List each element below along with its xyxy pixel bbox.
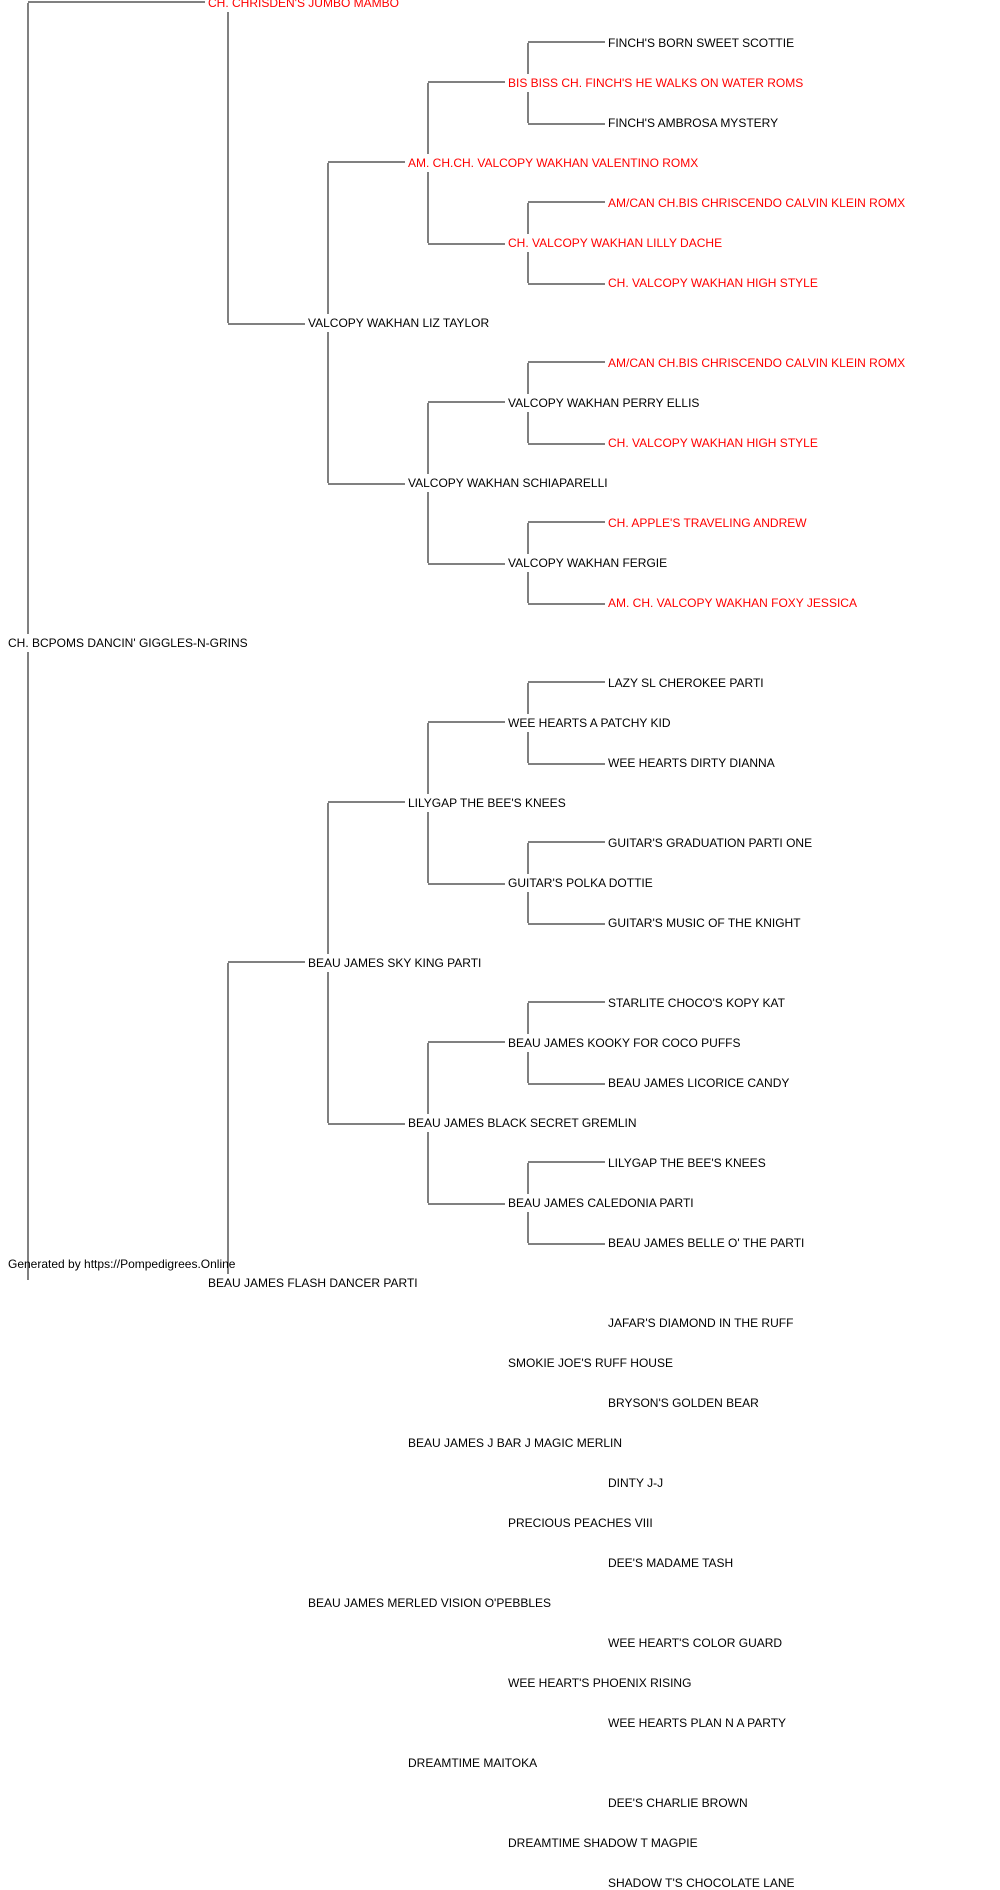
gen3-dam-name: DREAMTIME MAITOKA (408, 1756, 538, 1770)
gen3-sire-name: LILYGAP THE BEE'S KNEES (408, 796, 566, 810)
gen5-sire-name: LAZY SL CHEROKEE PARTI (608, 676, 764, 690)
gen5-dam-name: GUITAR'S MUSIC OF THE KNIGHT (608, 916, 801, 930)
gen5-sire-name: FINCH'S BORN SWEET SCOTTIE (608, 36, 795, 50)
gen3-dam-name: VALCOPY WAKHAN SCHIAPARELLI (408, 476, 608, 490)
gen5-dam-name: AM. CH. VALCOPY WAKHAN FOXY JESSICA (608, 596, 857, 610)
subject-dog-name: CH. BCPOMS DANCIN' GIGGLES-N-GRINS (8, 636, 248, 650)
gen5-dam-name: WEE HEARTS DIRTY DIANNA (608, 756, 775, 770)
gen1-dam-name: BEAU JAMES FLASH DANCER PARTI (208, 1276, 418, 1290)
gen5-dam-name: BRYSON'S GOLDEN BEAR (608, 1396, 759, 1410)
gen5-sire-name: AM/CAN CH.BIS CHRISCENDO CALVIN KLEIN RO… (608, 196, 906, 210)
gen5-sire-name: WEE HEART'S COLOR GUARD (608, 1636, 783, 1650)
gen4-sire-name: BEAU JAMES KOOKY FOR COCO PUFFS (508, 1036, 741, 1050)
gen4-sire-name: WEE HEART'S PHOENIX RISING (508, 1676, 692, 1690)
gen5-sire-name: LILYGAP THE BEE'S KNEES (608, 1156, 766, 1170)
gen4-dam-name: PRECIOUS PEACHES VIII (508, 1516, 653, 1530)
gen4-dam-name: DREAMTIME SHADOW T MAGPIE (508, 1836, 698, 1850)
gen3-sire-name: BEAU JAMES J BAR J MAGIC MERLIN (408, 1436, 623, 1450)
gen4-dam-name: VALCOPY WAKHAN FERGIE (508, 556, 668, 570)
gen5-dam-name: CH. VALCOPY WAKHAN HIGH STYLE (608, 436, 818, 450)
gen5-dam-name: BEAU JAMES LICORICE CANDY (608, 1076, 790, 1090)
gen2-sire-name: BEAU JAMES SKY KING PARTI (308, 956, 482, 970)
gen5-sire-name: CH. APPLE'S TRAVELING ANDREW (608, 516, 807, 530)
gen4-sire-name: VALCOPY WAKHAN PERRY ELLIS (508, 396, 700, 410)
gen5-dam-name: DEE'S MADAME TASH (608, 1556, 734, 1570)
gen4-sire-name: SMOKIE JOE'S RUFF HOUSE (508, 1356, 673, 1370)
gen4-sire-name: BIS BISS CH. FINCH'S HE WALKS ON WATER R… (508, 76, 804, 90)
gen5-sire-name: DINTY J-J (608, 1476, 664, 1490)
gen2-dam-name: VALCOPY WAKHAN LIZ TAYLOR (308, 316, 490, 330)
gen5-sire-name: GUITAR'S GRADUATION PARTI ONE (608, 836, 813, 850)
gen3-sire-name: AM. CH.CH. VALCOPY WAKHAN VALENTINO ROMX (408, 156, 699, 170)
gen5-sire-name: DEE'S CHARLIE BROWN (608, 1796, 748, 1810)
gen3-dam-name: BEAU JAMES BLACK SECRET GREMLIN (408, 1116, 637, 1130)
gen5-sire-name: STARLITE CHOCO'S KOPY KAT (608, 996, 785, 1010)
gen4-dam-name: CH. VALCOPY WAKHAN LILLY DACHE (508, 236, 723, 250)
gen5-dam-name: BEAU JAMES BELLE O' THE PARTI (608, 1236, 805, 1250)
gen5-dam-name: FINCH'S AMBROSA MYSTERY (608, 116, 779, 130)
gen5-dam-name: CH. VALCOPY WAKHAN HIGH STYLE (608, 276, 818, 290)
gen5-dam-name: WEE HEARTS PLAN N A PARTY (608, 1716, 787, 1730)
gen1-sire-name: CH. CHRISDEN'S JUMBO MAMBO (208, 0, 399, 10)
gen5-dam-name: SHADOW T'S CHOCOLATE LANE (608, 1876, 795, 1890)
gen2-dam-name: BEAU JAMES MERLED VISION O'PEBBLES (308, 1596, 552, 1610)
gen5-sire-name: JAFAR'S DIAMOND IN THE RUFF (608, 1316, 794, 1330)
gen4-dam-name: GUITAR'S POLKA DOTTIE (508, 876, 653, 890)
gen4-dam-name: BEAU JAMES CALEDONIA PARTI (508, 1196, 694, 1210)
gen4-sire-name: WEE HEARTS A PATCHY KID (508, 716, 671, 730)
gen5-sire-name: AM/CAN CH.BIS CHRISCENDO CALVIN KLEIN RO… (608, 356, 906, 370)
pedigree-connector-lines (27, 1, 605, 1280)
footer-credit: Generated by https://Pompedigrees.Online (8, 1257, 236, 1271)
